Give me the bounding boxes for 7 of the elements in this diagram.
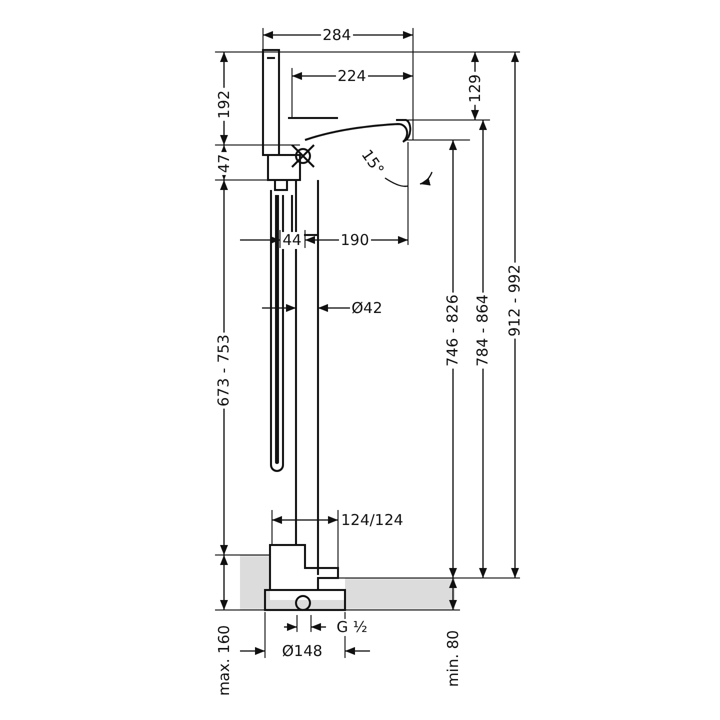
dimension-label: Ø148: [280, 642, 324, 660]
dimension-label: 192: [215, 88, 232, 120]
dimension-label: 190: [338, 232, 372, 248]
dimension-label: 129: [466, 72, 484, 104]
dimension-label: G ½: [334, 618, 370, 636]
dimension-label: 44: [280, 232, 304, 248]
dimension-label: 284: [320, 26, 354, 44]
